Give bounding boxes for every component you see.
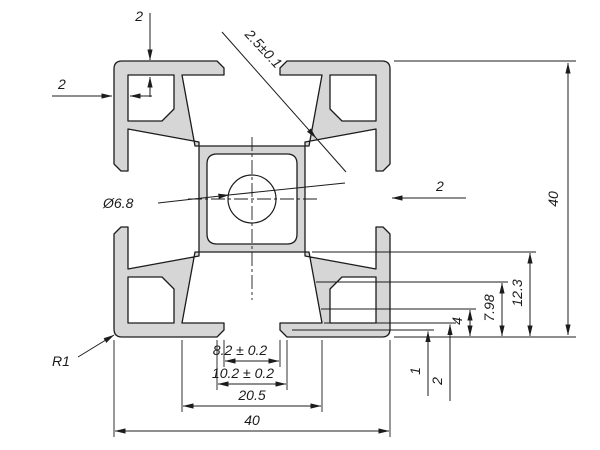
dim-wall-top: 2 bbox=[134, 8, 153, 97]
dim-wall-right-label: 2 bbox=[435, 178, 444, 194]
dim-wall-left-label: 2 bbox=[57, 76, 66, 92]
dim-center-hole-label: Ø6.8 bbox=[102, 195, 134, 211]
dim-slot-pocket-label: 7.98 bbox=[481, 294, 497, 321]
dim-width-label: 40 bbox=[244, 412, 260, 428]
dim-height: 40 bbox=[394, 60, 576, 338]
dim-slot-opening-outer: 10.2 ± 0.2 bbox=[212, 340, 288, 390]
dim-slot-throat-label: 4 bbox=[449, 317, 465, 325]
dim-slot-cavity-width: 20.5 bbox=[181, 340, 323, 412]
dim-corner-radius-label: R1 bbox=[52, 353, 70, 369]
dim-slot-depth: 12.3 bbox=[312, 251, 536, 337]
dim-wall-top-label: 2 bbox=[134, 8, 143, 24]
dim-lip-thickness: 2 bbox=[324, 322, 456, 401]
dim-lip-diagonal-label: 2.5±0.1 bbox=[241, 25, 285, 71]
dim-slot-throat: 4 bbox=[321, 308, 476, 337]
dim-lip-chamfer: 1 bbox=[292, 329, 434, 396]
dim-wall-right: 2 bbox=[391, 178, 466, 201]
dim-lip-chamfer-label: 1 bbox=[407, 367, 423, 375]
dim-lip-thickness-label: 2 bbox=[429, 377, 445, 386]
dim-slot-pocket: 7.98 bbox=[316, 281, 508, 337]
dim-slot-opening-label: 8.2 ± 0.2 bbox=[213, 342, 268, 358]
dim-slot-cavity-width-label: 20.5 bbox=[237, 387, 265, 403]
dim-corner-radius: R1 bbox=[52, 334, 115, 369]
dim-slot-opening: 8.2 ± 0.2 bbox=[213, 340, 281, 367]
dim-center-hole: Ø6.8 bbox=[102, 182, 346, 211]
dim-wall-left: 2 bbox=[52, 76, 152, 99]
dim-slot-depth-label: 12.3 bbox=[509, 279, 525, 306]
profile-cross-section bbox=[113, 60, 391, 338]
dim-height-label: 40 bbox=[545, 191, 561, 207]
dim-slot-opening-outer-label: 10.2 ± 0.2 bbox=[212, 365, 274, 381]
dim-width: 40 bbox=[113, 340, 391, 437]
